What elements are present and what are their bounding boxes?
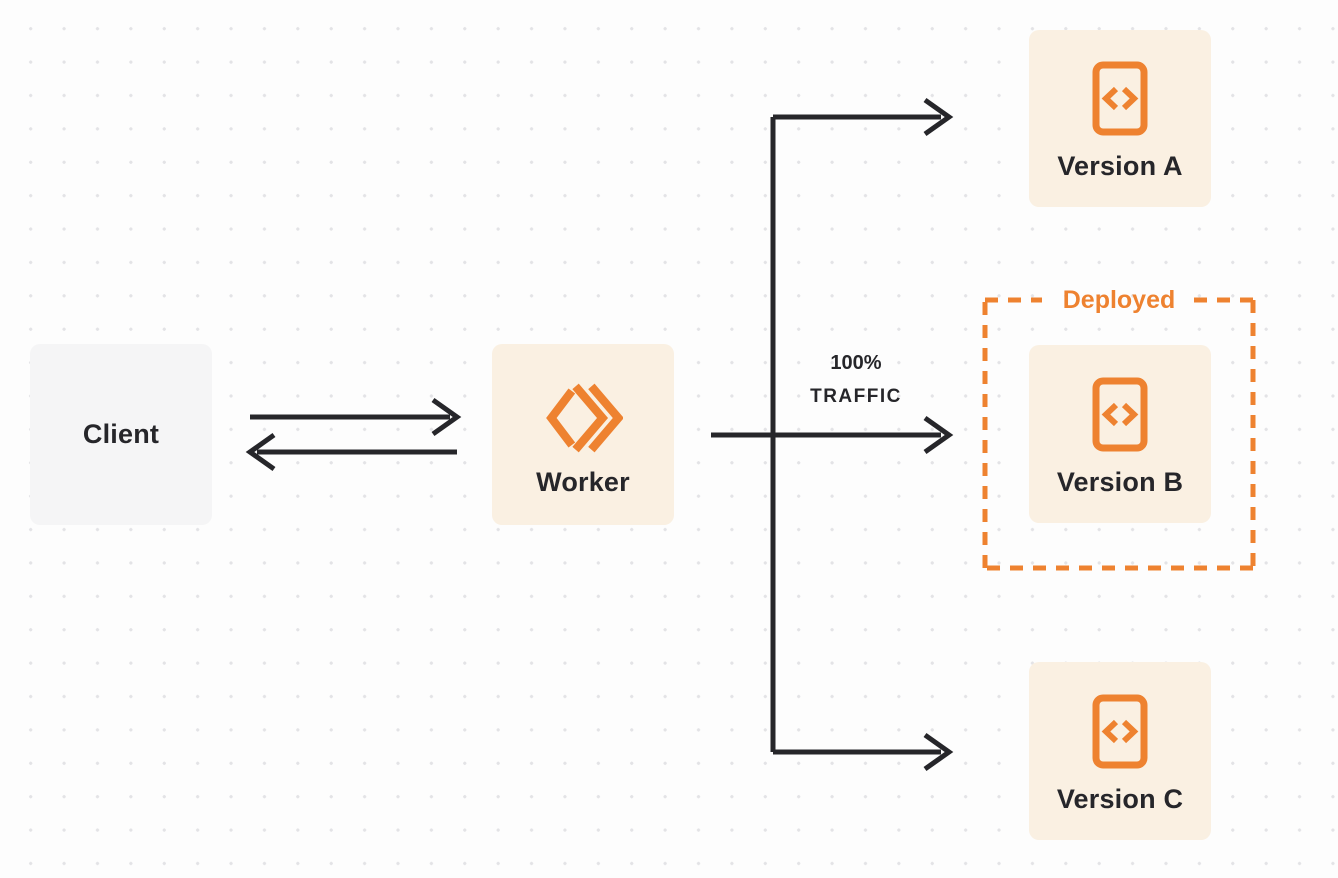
worker-label: Worker [536,466,630,497]
node-worker: Worker [492,344,674,525]
arrow-client-to-worker [250,397,462,437]
traffic-annotation: 100% TRAFFIC [786,346,926,414]
node-version-b: Version B [1029,345,1211,523]
node-version-c: Version C [1029,662,1211,840]
arrow-worker-to-version-c [773,732,954,772]
code-file-icon [1092,694,1148,768]
arrow-worker-to-version-a [773,97,954,137]
arrow-worker-to-version-b [711,415,954,455]
code-file-icon [1092,61,1148,136]
node-client: Client [30,344,212,525]
version-c-label: Version C [1056,783,1184,814]
node-version-a: Version A [1029,30,1211,207]
deployed-label: Deployed [1062,286,1176,314]
code-file-icon [1092,377,1148,451]
client-label: Client [82,419,160,449]
arrow-worker-to-client [245,432,457,472]
traffic-percent-text: 100% [830,352,882,374]
version-b-label: Version B [1056,466,1184,497]
version-a-label: Version A [1057,151,1183,181]
workers-logo-icon [546,383,623,452]
traffic-word-text: TRAFFIC [810,386,902,407]
